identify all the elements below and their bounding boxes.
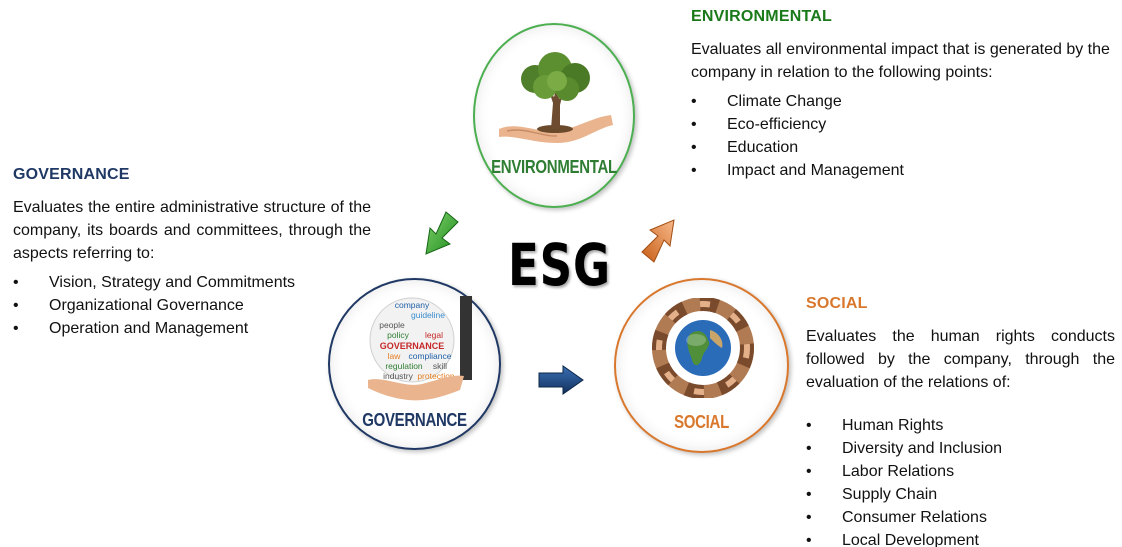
sphere-word: industry	[383, 371, 414, 381]
social-section: SOCIAL Evaluates the human rights conduc…	[806, 295, 1115, 547]
sphere-word: company	[395, 300, 430, 310]
social-heading: SOCIAL	[806, 295, 868, 312]
list-item: Operation and Management	[13, 317, 371, 340]
arrow-up-right-icon	[641, 219, 675, 263]
sphere-word: regulation	[385, 361, 423, 371]
environmental-description: Evaluates all environmental impact that …	[691, 41, 1110, 81]
list-item: Organizational Governance	[13, 294, 371, 317]
governance-circle-label: GOVERNANCE	[362, 409, 467, 432]
governance-circle: company guideline people policy legal GO…	[328, 278, 501, 450]
sphere-word: compliance	[409, 351, 452, 361]
sphere-word: people	[379, 320, 405, 330]
list-item: Local Development	[806, 529, 1115, 547]
list-item: Labor Relations	[806, 460, 1115, 483]
sphere-word: legal	[425, 330, 443, 340]
list-item: Eco-efficiency	[691, 113, 1111, 136]
sphere-word: protection	[417, 371, 455, 381]
arrow-right-icon	[538, 365, 584, 395]
sphere-word: GOVERNANCE	[380, 341, 445, 351]
list-item: Diversity and Inclusion	[806, 437, 1115, 460]
environmental-section: ENVIRONMENTAL Evaluates all environmenta…	[691, 8, 1111, 182]
social-circle: SOCIAL	[614, 278, 789, 453]
list-item: Supply Chain	[806, 483, 1115, 506]
list-item: Climate Change	[691, 90, 1111, 113]
word-sphere-in-hand-icon: company guideline people policy legal GO…	[368, 296, 472, 401]
sphere-word: law	[388, 351, 402, 361]
sphere-word: skill	[433, 361, 447, 371]
environmental-circle-label: ENVIRONMENTAL	[491, 156, 617, 179]
list-item: Education	[691, 136, 1111, 159]
hands-around-globe-icon	[652, 298, 754, 398]
list-item: Consumer Relations	[806, 506, 1115, 529]
governance-heading: GOVERNANCE	[13, 166, 130, 183]
list-item: Human Rights	[806, 414, 1115, 437]
social-circle-label: SOCIAL	[674, 411, 729, 434]
social-list: Human Rights Diversity and Inclusion Lab…	[806, 414, 1115, 547]
social-description: Evaluates the human rights conducts foll…	[806, 328, 1115, 391]
sphere-word: guideline	[411, 310, 445, 320]
governance-list: Vision, Strategy and Commitments Organiz…	[13, 271, 371, 340]
arrow-down-left-icon	[425, 211, 459, 255]
environmental-heading: ENVIRONMENTAL	[691, 8, 832, 25]
environmental-circle: ENVIRONMENTAL	[473, 23, 635, 208]
governance-description: Evaluates the entire administrative stru…	[13, 199, 371, 262]
list-item: Impact and Management	[691, 159, 1111, 182]
sphere-word: policy	[387, 330, 409, 340]
list-item: Vision, Strategy and Commitments	[13, 271, 371, 294]
esg-title: ESG	[508, 231, 611, 299]
governance-section: GOVERNANCE Evaluates the entire administ…	[13, 166, 371, 340]
environmental-list: Climate Change Eco-efficiency Education …	[691, 90, 1111, 182]
tree-in-hand-icon	[499, 52, 613, 143]
